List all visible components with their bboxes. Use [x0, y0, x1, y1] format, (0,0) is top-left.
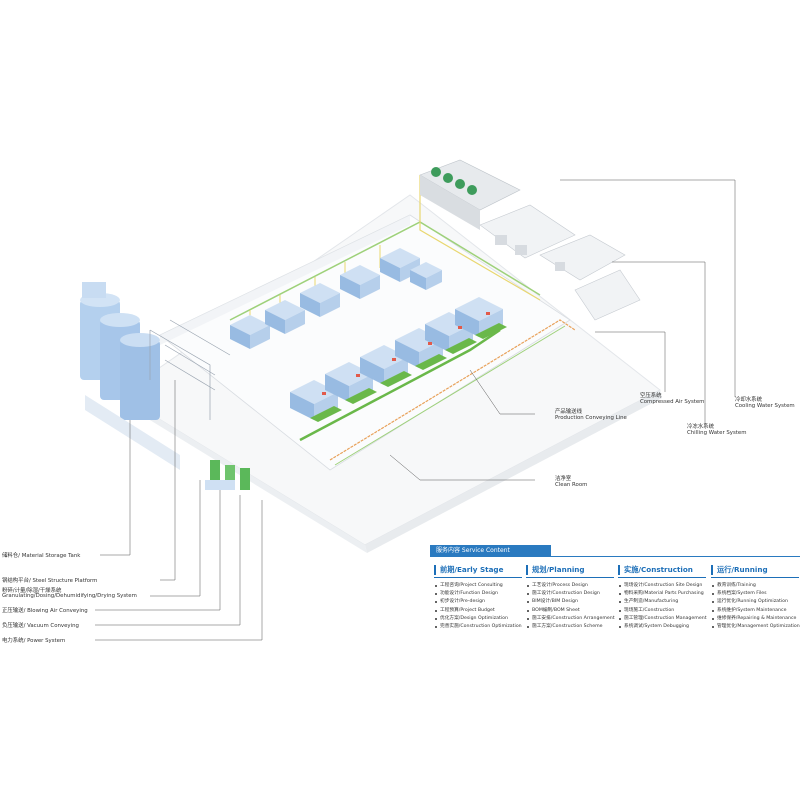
list-item: 现场施工/Construction	[618, 607, 713, 615]
service-header: 服务内容 Service Content	[430, 545, 551, 556]
orange-pipe	[329, 319, 576, 461]
cooling-water-label: 冷却水系统 Cooling Water System	[735, 397, 795, 409]
label-zh: 产品输送线	[555, 409, 582, 415]
production-line-label: 产品输送线 Production Conveying Line	[555, 409, 627, 421]
column-title: 规划/Planning	[526, 565, 621, 575]
list-item: 施工方案/Construction Scheme	[526, 623, 621, 631]
list-item: 系统调试/System Debugging	[618, 623, 713, 631]
list-item: 系统档案/System Files	[711, 590, 800, 598]
green-pipe-2	[334, 325, 566, 466]
list-item: 施工管理/Construction Management	[618, 615, 713, 623]
utility-rooms	[479, 204, 641, 321]
upper-machines	[230, 248, 442, 349]
column-rule	[711, 577, 799, 578]
list-item: 系统维护/System Maintenance	[711, 607, 800, 615]
list-item: 完善实施/Construction Optimization	[434, 623, 529, 631]
column-rule	[618, 577, 706, 578]
column-title: 运行/Running	[711, 565, 800, 575]
service-column-planning: 规划/Planning 工艺设计/Process Design 施工设计/Con…	[526, 565, 621, 631]
label-en: Chilling Water System	[687, 430, 747, 437]
label-zh: 空压系统	[640, 393, 662, 399]
steel-platform-label: 钢结构平台/ Steel Structure Platform	[2, 578, 98, 584]
dosing-units	[205, 460, 250, 490]
list-item: 运行优化/Running Optimization	[711, 598, 800, 606]
leader-lines	[95, 179, 736, 641]
list-item: 施工安排/Construction Arrangement	[526, 615, 621, 623]
label-zh: 冷冻水系统	[687, 424, 714, 430]
clean-room-label: 洁净室 Clean Room	[555, 476, 587, 488]
granulating-label-zh: 粉碎/计量/除湿/干燥系统	[2, 588, 62, 594]
label-zh: 洁净室	[555, 476, 572, 482]
production-conveyor	[299, 328, 501, 442]
chilling-water-label: 冷冻水系统 Chilling Water System	[687, 424, 746, 436]
label-en: Production Conveying Line	[555, 415, 627, 422]
list-item: 优化方案/Design Optimization	[434, 615, 529, 623]
column-title: 前期/Early Stage	[434, 565, 529, 575]
power-system-label: 电力系统/ Power System	[2, 638, 66, 644]
floor-edge	[365, 390, 662, 553]
list-item: 功能设计/Function Design	[434, 590, 529, 598]
list-item: 教育训练/Training	[711, 582, 800, 590]
list-item: 现场设计/Construction Site Design	[618, 582, 713, 590]
list-item: 初步设计/Pre-design	[434, 598, 529, 606]
column-rule	[526, 577, 614, 578]
vacuum-conveying-label: 负压输送/ Vacuum Conveying	[2, 623, 79, 629]
service-column-running: 运行/Running 教育训练/Training 系统档案/System Fil…	[711, 565, 800, 631]
list-item: 管理优化/Management Optimization	[711, 623, 800, 631]
storage-tanks	[80, 282, 180, 470]
label-en: Cooling Water System	[735, 403, 795, 410]
column-rule	[434, 577, 522, 578]
granulating-label-en: Granulating/Dosing/Dehumidifying/Drying …	[2, 593, 137, 599]
material-storage-label: 储料仓/ Material Storage Tank	[2, 553, 81, 559]
service-column-construction: 实施/Construction 现场设计/Construction Site D…	[618, 565, 713, 631]
label-en: Compressed Air System	[640, 399, 705, 406]
service-content-panel: 服务内容 Service Content 前期/Early Stage 工程咨询…	[430, 545, 800, 640]
list-item: BOM编制/BOM Sheet	[526, 607, 621, 615]
service-divider	[430, 556, 800, 557]
red-markers	[322, 312, 490, 395]
label-en: Clean Room	[555, 482, 588, 489]
list-item: 工程预算/Project Budget	[434, 607, 529, 615]
column-title: 实施/Construction	[618, 565, 713, 575]
blowing-air-label: 正压输送/ Blowing Air Conveying	[2, 608, 88, 614]
list-item: 生产制造/Manufacturing	[618, 598, 713, 606]
clean-room-area	[159, 214, 571, 471]
list-item: 工艺设计/Process Design	[526, 582, 621, 590]
list-item: 维修保养/Repairing & Maintenance	[711, 615, 800, 623]
label-zh: 冷却水系统	[735, 397, 762, 403]
list-item: 工程咨询/Project Consulting	[434, 582, 529, 590]
list-item: 物料采购/Material Parts Purchasing	[618, 590, 713, 598]
cooling-tower-unit	[419, 159, 521, 230]
service-column-early-stage: 前期/Early Stage 工程咨询/Project Consulting 功…	[434, 565, 529, 631]
compressed-air-label: 空压系统 Compressed Air System	[640, 393, 704, 405]
list-item: 施工设计/Construction Design	[526, 590, 621, 598]
lower-machines	[290, 297, 507, 422]
list-item: BIM设计/BIM Design	[526, 598, 621, 606]
steel-platform	[149, 319, 231, 420]
back-wall	[160, 215, 410, 345]
